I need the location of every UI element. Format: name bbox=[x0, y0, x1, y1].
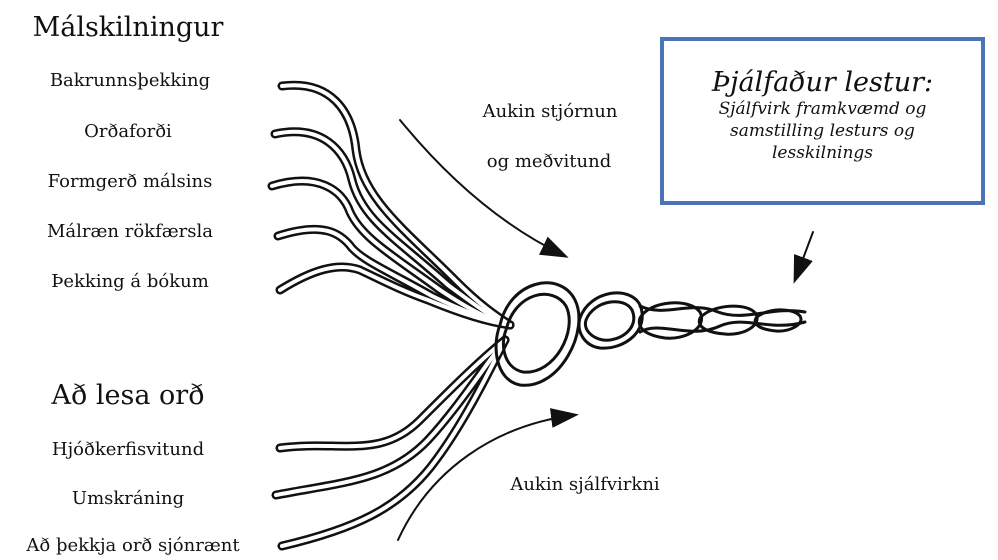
word-item-phonological-awareness: Hjóðkerfisvitund bbox=[52, 439, 204, 460]
word-item-sight-recognition: Að þekkja orð sjónrænt bbox=[26, 535, 239, 556]
skilled-reading-title: Þjálfaður lestur: bbox=[664, 67, 981, 98]
skilled-reading-box: Þjálfaður lestur: Sjálfvirk framkvæmd og… bbox=[660, 37, 985, 205]
language-item-language-structures: Formgerð málsins bbox=[48, 171, 213, 192]
skilled-reading-arrow bbox=[795, 232, 813, 280]
automatic-label: Aukin sjálfvirkni bbox=[510, 474, 659, 495]
upper-strands bbox=[272, 85, 510, 325]
skilled-reading-description: Sjálfvirk framkvæmd og samstilling lestu… bbox=[664, 98, 981, 164]
language-comprehension-heading: Málskilningur bbox=[33, 12, 224, 43]
strategic-arrow bbox=[400, 120, 565, 256]
language-item-verbal-reasoning: Málræn rökfærsla bbox=[47, 221, 213, 242]
word-recognition-heading: Að lesa orð bbox=[52, 380, 205, 411]
language-item-literacy-knowledge: Þekking á bókum bbox=[51, 271, 209, 292]
word-item-decoding: Umskráning bbox=[72, 488, 184, 509]
braided-rope bbox=[496, 283, 805, 385]
language-item-background-knowledge: Bakrunnsþekking bbox=[50, 70, 210, 91]
strategic-label-line1: Aukin stjórnun bbox=[483, 101, 618, 122]
language-item-vocabulary: Orðaforði bbox=[84, 121, 172, 142]
strategic-label-line2: og meðvitund bbox=[487, 151, 612, 172]
